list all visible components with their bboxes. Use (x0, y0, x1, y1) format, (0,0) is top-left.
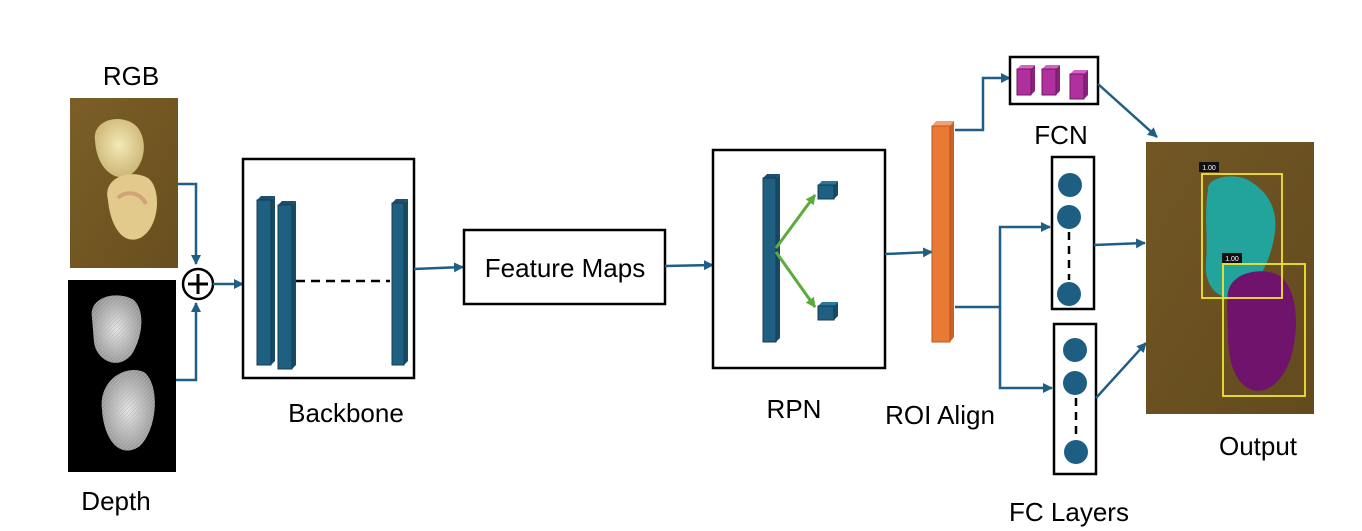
rpn-branch-top-arrow (774, 194, 817, 249)
output-image: 1.00 1.00 (1146, 142, 1314, 414)
fc-bottom-node-1 (1063, 338, 1087, 362)
rpn-layer (762, 174, 780, 343)
rgb-image (70, 98, 178, 268)
feature-maps-box (462, 228, 667, 306)
fc-bottom-node-n (1064, 440, 1088, 464)
rgb-to-fusion-arrow (178, 182, 201, 265)
roi-align-bar (931, 121, 954, 343)
roi-to-fc-bottom-arrow (998, 307, 1053, 393)
fc-bottom-node-2 (1063, 371, 1087, 395)
output-box-2 (1222, 263, 1306, 397)
fcn-label: FCN (1034, 120, 1087, 150)
fc-top-node-1 (1058, 173, 1082, 197)
fc-top-node-n (1057, 282, 1081, 306)
feature-maps-label: Feature Maps (485, 253, 645, 283)
rpn-box (711, 148, 887, 370)
rpn-to-roi-arrow (884, 247, 933, 258)
fusion-add-icon (181, 267, 215, 301)
fcn-to-output-arrow (1097, 83, 1158, 138)
backbone-layer-n (391, 199, 408, 366)
output-box-1 (1201, 173, 1283, 299)
fcn-block-1 (1016, 65, 1035, 96)
rpn-cls-cube (817, 181, 838, 200)
output-mask-2 (1227, 271, 1296, 391)
backbone-layer-2 (277, 201, 296, 370)
fc-layers-label: FC Layers (1009, 497, 1129, 527)
rgb-chicken-top (94, 118, 144, 178)
depth-image (68, 280, 176, 472)
roi-to-fc-top-arrow (955, 222, 1051, 309)
roi-to-fcn-arrow (955, 73, 1011, 132)
fcn-block-3 (1069, 70, 1088, 100)
backbone-label: Backbone (288, 398, 404, 428)
rgb-chicken-bottom (107, 174, 158, 240)
fc-bottom-to-output-arrow (1095, 342, 1147, 399)
depth-to-fusion-arrow (176, 302, 201, 382)
output-label: Output (1219, 431, 1298, 461)
rpn-reg-cube (817, 302, 838, 321)
fc-top-node-2 (1057, 205, 1081, 229)
depth-label: Depth (81, 486, 150, 516)
output-score-2: 1.00 (1225, 256, 1239, 263)
rpn-label: RPN (767, 394, 822, 424)
backbone-to-feature-maps-arrow (413, 262, 464, 273)
rpn-branch-bottom-arrow (774, 251, 817, 308)
feature-maps-to-rpn-arrow (664, 260, 714, 271)
rgb-label: RGB (103, 61, 159, 91)
output-score-1: 1.00 (1202, 165, 1216, 172)
roi-align-label: ROI Align (885, 400, 995, 430)
fc-top-to-output-arrow (1093, 238, 1146, 249)
fcn-block-2 (1041, 65, 1060, 96)
backbone-layer-1 (256, 196, 275, 366)
